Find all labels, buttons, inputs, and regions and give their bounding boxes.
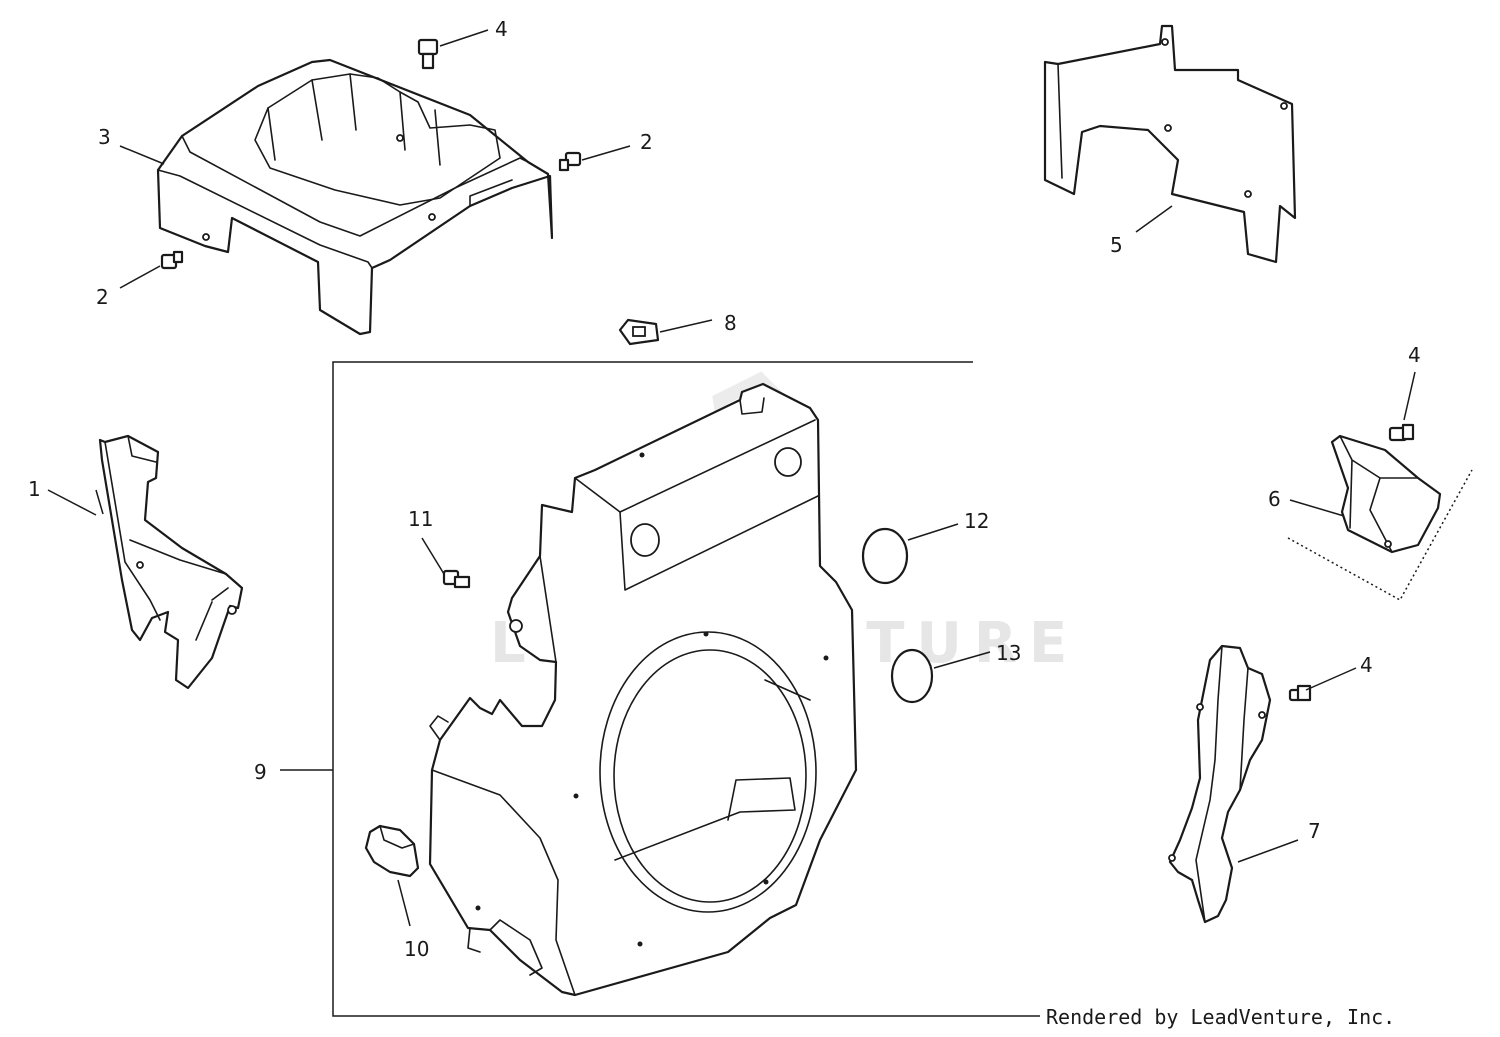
callout-10: 10 [404, 937, 429, 961]
part-9-blower-housing[interactable] [428, 382, 858, 997]
part-2-bolt-upper[interactable] [558, 151, 582, 172]
callout-6: 6 [1268, 487, 1281, 511]
callout-12: 12 [964, 509, 989, 533]
callout-4-right-upper: 4 [1408, 343, 1421, 367]
part-4-bolt-right-upper[interactable] [1388, 423, 1415, 442]
part-5-baffle[interactable] [1043, 24, 1297, 264]
render-credit: Rendered by LeadVenture, Inc. [1046, 1005, 1395, 1029]
part-3-top-shroud[interactable] [156, 58, 554, 336]
part-7-side-baffle[interactable] [1168, 644, 1272, 924]
part-11-bolt[interactable] [442, 569, 471, 589]
callout-9: 9 [254, 760, 267, 784]
part-2-bolt-lower[interactable] [160, 250, 184, 270]
callout-11: 11 [408, 507, 433, 531]
part-1-bracket[interactable] [98, 434, 244, 690]
part-13-seal[interactable] [890, 648, 934, 704]
leader-lines [47, 29, 1416, 927]
part-6-shroud-piece[interactable] [1287, 434, 1473, 602]
callout-numbers: 1 2 2 3 4 4 4 5 6 7 8 9 10 11 12 13 [28, 17, 1421, 961]
callout-2-lower: 2 [96, 285, 109, 309]
callout-1: 1 [28, 477, 41, 501]
callout-2-upper: 2 [640, 130, 653, 154]
assembly-9-frame [332, 361, 1040, 1017]
part-8-grommet[interactable] [618, 318, 660, 346]
callout-8: 8 [724, 311, 737, 335]
part-10-plug[interactable] [364, 824, 420, 878]
part-4-bolt-top[interactable] [417, 38, 439, 70]
callout-7: 7 [1308, 819, 1321, 843]
callout-3: 3 [98, 125, 111, 149]
callout-13: 13 [996, 641, 1021, 665]
callout-4-top: 4 [495, 17, 508, 41]
part-4-bolt-right-lower[interactable] [1288, 684, 1312, 702]
part-12-seal[interactable] [861, 527, 909, 585]
callout-5: 5 [1110, 233, 1123, 257]
callout-4-right-lower: 4 [1360, 653, 1373, 677]
